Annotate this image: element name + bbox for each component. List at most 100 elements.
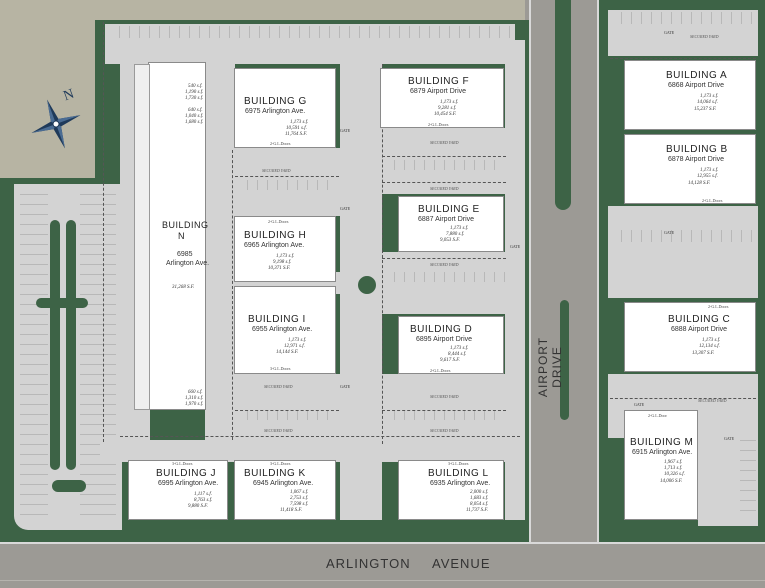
building-n-mid-office: 640 s.f. — [188, 108, 203, 113]
vacant-lot-north — [110, 0, 525, 22]
gate-label: GATE — [340, 128, 351, 133]
building-l-office-mezz: 1,683 s.f. — [470, 496, 489, 501]
yard-stalls-1 — [238, 180, 334, 190]
building-g-doors: 2-G.L.Doors — [270, 141, 291, 146]
secured-yard-label: SECURED YARD — [430, 140, 459, 145]
building-m-address: 6915 Arlington Ave. — [632, 449, 693, 456]
arlington-curb — [0, 542, 765, 544]
building-c-address: 6888 Airport Drive — [671, 326, 728, 333]
gate-label: GATE — [634, 402, 645, 407]
building-h-title: BUILDING H — [244, 230, 307, 241]
fence-line — [610, 58, 756, 59]
building-n-footprint — [148, 62, 206, 410]
building-c-total: 13,307 S.F. — [692, 351, 715, 356]
building-n-top-total: 1,730 s.f. — [185, 96, 204, 101]
building-h-doors: 2-G.L.Doors — [268, 219, 289, 224]
building-m-office: 1,967 s.f. — [664, 460, 683, 465]
building-i-office: 1,173 s.f. — [288, 338, 307, 343]
yard-stalls-4 — [238, 410, 334, 420]
fence-line — [235, 410, 339, 411]
secured-yard-label: SECURED YARD — [264, 428, 293, 433]
secured-yard-label: SECURED YARD — [430, 262, 459, 267]
gate-label: GATE — [340, 384, 351, 389]
south-drive — [100, 440, 520, 462]
building-d-doors: 2-G.L.Doors — [430, 368, 451, 373]
east-lot-side-stalls — [740, 440, 756, 520]
north-drive-stalls — [110, 26, 510, 38]
building-m-title: BUILDING M — [630, 437, 694, 448]
building-n-top-warehouse: 1,190 s.f. — [185, 90, 204, 95]
building-b-footprint — [624, 134, 756, 204]
building-c-footprint — [624, 302, 756, 372]
building-d-address: 6895 Airport Drive — [416, 336, 473, 343]
secured-yard-label: SECURED YARD — [698, 398, 727, 403]
roundabout — [356, 274, 378, 296]
yard-stalls-3 — [385, 410, 503, 420]
building-n-top-office: 540 s.f. — [188, 84, 203, 89]
building-n-mid-total: 1,680 s.f. — [185, 120, 204, 125]
building-a-office: 1,173 s.f. — [700, 94, 719, 99]
building-g-address: 6975 Arlington Ave. — [245, 108, 306, 115]
fence-line — [382, 64, 383, 444]
building-a-total: 15,237 S.F. — [694, 107, 717, 112]
building-e-title: BUILDING E — [418, 204, 480, 215]
parking-island-2 — [66, 220, 76, 470]
building-c-title: BUILDING C — [668, 314, 731, 325]
building-a-footprint — [624, 60, 756, 130]
fence-line — [382, 156, 506, 157]
building-f-footprint — [380, 68, 504, 128]
building-i-warehouse: 12,971 s.f. — [284, 344, 305, 349]
fence-line — [382, 410, 506, 411]
building-i-doors: 3-G.L.Doors — [270, 366, 291, 371]
building-l-doors: 3-G.L.Doors — [448, 461, 469, 466]
building-b-office: 1,173 s.f. — [700, 168, 719, 173]
building-d-footprint — [398, 316, 504, 374]
building-i-address: 6955 Arlington Ave. — [252, 326, 313, 333]
east-lot-mid — [608, 206, 758, 298]
building-h-warehouse: 9,198 s.f. — [273, 260, 292, 265]
vacant-lot — [0, 0, 110, 180]
airport-curb-west — [529, 0, 531, 544]
secured-yard-label: SECURED YARD — [264, 384, 293, 389]
building-m-warehouse: 10,326 s.f. — [664, 472, 685, 477]
building-e-total: 9,053 S.F. — [440, 238, 460, 243]
building-a-address: 6868 Airport Drive — [668, 82, 725, 89]
arlington-avenue-label-part-2: AVENUE — [432, 556, 491, 571]
building-g-warehouse: 10,591 s.f. — [286, 126, 307, 131]
fence-line — [103, 22, 104, 442]
building-l-title: BUILDING L — [428, 468, 489, 479]
building-h-footprint — [234, 216, 336, 282]
building-l-warehouse: 8,054 s.f. — [470, 502, 489, 507]
building-n-letter: N — [178, 231, 185, 241]
building-g-total: 11,764 S.F. — [285, 132, 308, 137]
airport-drive-median-south — [560, 300, 569, 420]
secured-yard-label: SECURED YARD — [430, 428, 459, 433]
building-h-address: 6965 Arlington Ave. — [244, 242, 305, 249]
building-i-title: BUILDING I — [248, 314, 306, 325]
center-drive-west — [205, 60, 235, 460]
parking-island-cross — [36, 298, 88, 308]
east-lot-north-stalls — [612, 12, 754, 24]
gate-label: GATE — [340, 206, 351, 211]
building-k-office: 1,067 s.f. — [290, 490, 309, 495]
building-d-total: 9,617 S.F. — [440, 358, 460, 363]
compass-rose-icon — [28, 96, 84, 152]
building-m-footprint — [624, 410, 698, 520]
building-g-title: BUILDING G — [244, 96, 307, 107]
west-parking-stalls — [20, 188, 48, 524]
building-l-footprint — [398, 460, 504, 520]
building-m-doors: 2-G.L.Door — [648, 413, 667, 418]
building-h-total: 10,371 S.F. — [268, 266, 291, 271]
building-j-office: 1,117 s.f. — [194, 492, 212, 497]
yard-stalls-2 — [385, 160, 503, 170]
secured-yard-label: SECURED YARD — [690, 34, 719, 39]
building-i-total: 14,144 S.F. — [276, 350, 299, 355]
building-n-mid-warehouse: 1,040 s.f. — [185, 114, 204, 119]
west-parking-stalls-2 — [80, 188, 116, 524]
fence-line — [382, 258, 506, 259]
building-k-warehouse: 7,598 s.f. — [290, 502, 309, 507]
building-j-footprint — [128, 460, 228, 520]
fence-line — [235, 176, 339, 177]
gate-label: GATE — [664, 30, 675, 35]
